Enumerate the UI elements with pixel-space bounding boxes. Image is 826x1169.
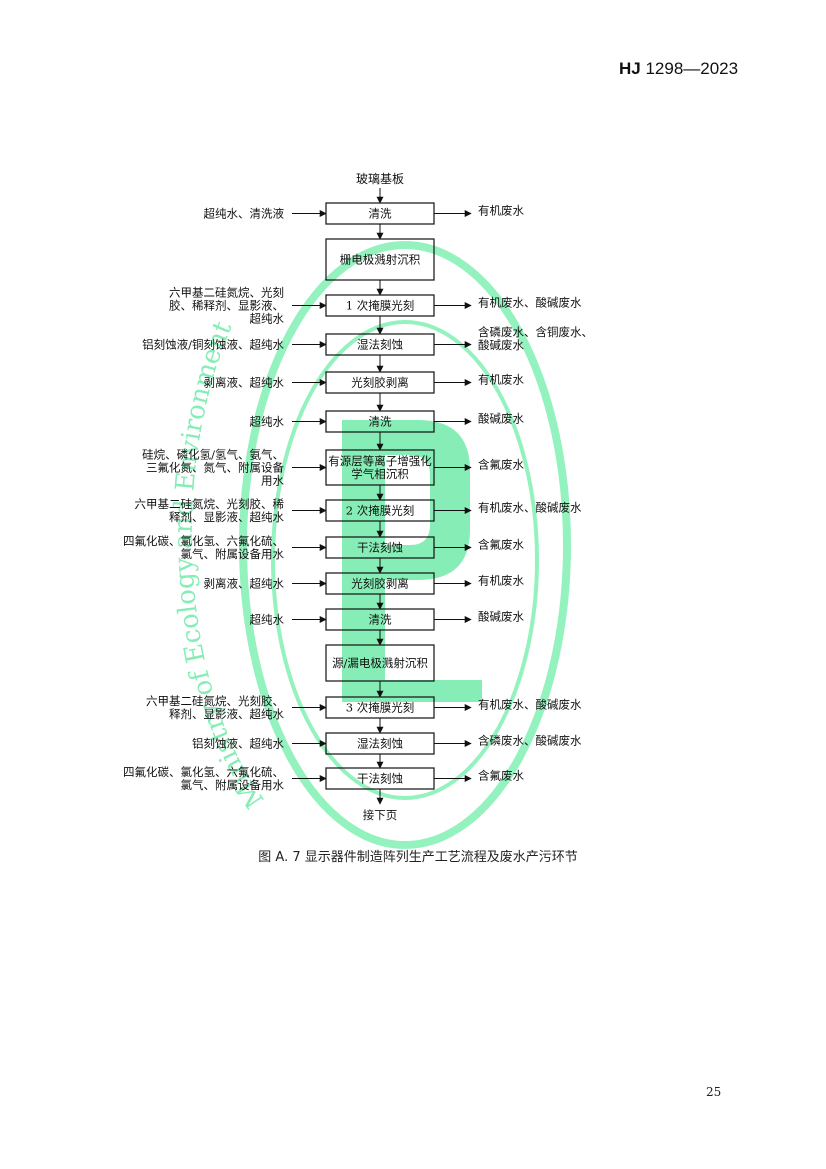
input-materials-label: 胶、稀释剂、显影液、 [169, 299, 284, 313]
input-materials-label: 六甲基二硅氮烷、光刻胶、稀 [135, 497, 285, 511]
process-step-label: 清洗 [369, 207, 392, 221]
input-materials-label: 超纯水 [250, 613, 285, 627]
standard-code: HJ 1298—2023 [619, 59, 739, 78]
process-step-label: 源/漏电极溅射沉积 [332, 656, 428, 670]
process-step-label: 湿法刻蚀 [357, 737, 403, 751]
process-step-label: 1 次掩膜光刻 [346, 299, 414, 313]
input-materials-label: 三氟化氮、氮气、附属设备 [146, 461, 284, 475]
process-step-label: 光刻胶剥离 [351, 577, 409, 591]
input-materials-label: 四氟化碳、氯化氢、六氟化硫、 [123, 534, 284, 548]
input-materials-label: 硅烷、磷化氢/氢气、氨气、 [142, 448, 284, 462]
wastewater-output-label: 含氟废水 [478, 769, 524, 783]
process-step-label: 湿法刻蚀 [357, 338, 403, 352]
wastewater-output-label: 有机废水 [478, 373, 524, 387]
wastewater-output-label: 酸碱废水 [478, 338, 524, 352]
wastewater-output-label: 有机废水、酸碱废水 [478, 296, 582, 310]
input-materials-label: 氯气、附属设备用水 [181, 547, 285, 561]
wastewater-output-label: 酸碱废水 [478, 412, 524, 426]
process-step-label: 清洗 [369, 613, 392, 627]
process-step-label: 清洗 [369, 415, 392, 429]
wastewater-output-label: 有机废水 [478, 574, 524, 588]
continued-next-page-label: 接下页 [363, 808, 398, 822]
wastewater-output-label: 有机废水 [478, 204, 524, 218]
process-step-label: 光刻胶剥离 [351, 376, 409, 390]
page-number: 25 [706, 1085, 722, 1099]
input-materials-label: 四氟化碳、氯化氢、六氟化硫、 [123, 765, 284, 779]
input-materials-label: 超纯水 [250, 312, 285, 326]
input-materials-label: 释剂、显影液、超纯水 [169, 707, 284, 721]
input-materials-label: 用水 [261, 474, 284, 488]
input-materials-label: 六甲基二硅氮烷、光刻 [169, 286, 284, 300]
process-step-label: 学气相沉积 [351, 467, 409, 481]
wastewater-output-label: 含磷废水、酸碱废水 [478, 734, 582, 748]
watermark-logo: Ministry of Ecology and Environment [169, 241, 571, 849]
process-step-label: 栅电极溅射沉积 [340, 253, 421, 267]
input-materials-label: 六甲基二硅氮烷、光刻胶、 [146, 694, 284, 708]
input-materials-label: 剥离液、超纯水 [204, 577, 285, 591]
wastewater-output-label: 有机废水、酸碱废水 [478, 698, 582, 712]
input-materials-label: 剥离液、超纯水 [204, 376, 285, 390]
process-step-label: 2 次掩膜光刻 [346, 504, 414, 518]
process-step-label: 3 次掩膜光刻 [346, 701, 414, 715]
input-materials-label: 超纯水 [250, 415, 285, 429]
process-step-label: 有源层等离子增强化 [328, 454, 432, 468]
wastewater-output-label: 含氟废水 [478, 458, 524, 472]
input-materials-label: 铝刻蚀液、超纯水 [192, 737, 284, 751]
wastewater-output-label: 酸碱废水 [478, 610, 524, 624]
input-materials-label: 释剂、显影液、超纯水 [169, 510, 284, 524]
wastewater-output-label: 有机废水、酸碱废水 [478, 501, 582, 515]
wastewater-output-label: 含磷废水、含铜废水、 [478, 325, 593, 339]
wastewater-output-label: 含氟废水 [478, 538, 524, 552]
input-materials-label: 氯气、附属设备用水 [181, 778, 285, 792]
input-materials-label: 超纯水、清洗液 [204, 207, 285, 221]
top-input-label: 玻璃基板 [356, 172, 404, 186]
process-step-label: 干法刻蚀 [357, 772, 403, 786]
input-materials-label: 铝刻蚀液/铜刻蚀液、超纯水 [142, 338, 284, 352]
figure-caption: 图 A. 7 显示器件制造阵列生产工艺流程及废水产污环节 [258, 850, 578, 865]
process-step-label: 干法刻蚀 [357, 541, 403, 555]
